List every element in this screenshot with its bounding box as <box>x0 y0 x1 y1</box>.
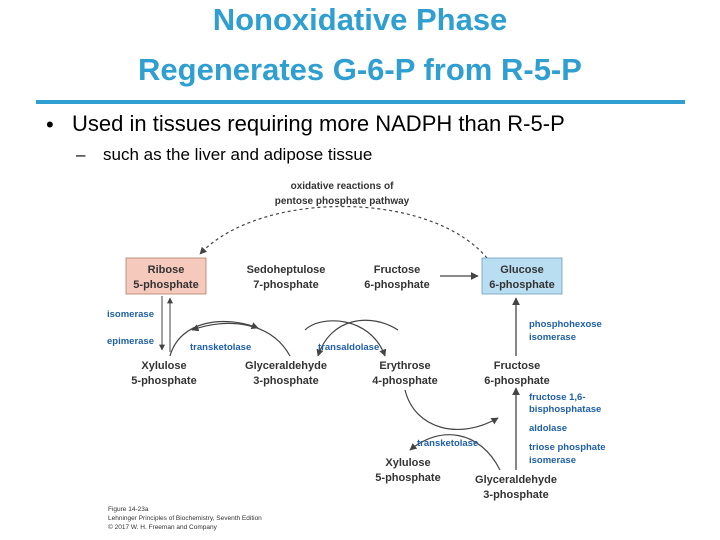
transketolase-curve-a <box>169 320 259 357</box>
glucose-label-2: 6-phosphate <box>489 279 554 291</box>
erythrose-label-2: 4-phosphate <box>372 375 437 387</box>
transaldolase-label: transaldolase <box>318 342 379 353</box>
slide-title-line-2: Regenerates G-6-P from R-5-P <box>138 52 582 87</box>
bullet-dot-icon: • <box>46 112 54 137</box>
ribose-box <box>125 257 207 295</box>
title-divider <box>36 100 685 104</box>
fbpase-label-2: bisphosphatase <box>529 404 601 415</box>
ribose-label-2: 5-phosphate <box>133 279 198 291</box>
transketolase-2-label: transketolase <box>417 438 478 449</box>
ribose-label-1: Ribose <box>148 264 185 276</box>
sub-bullet-point: such as the liver and adipose tissue <box>103 145 373 164</box>
oxidative-label-1: oxidative reactions of <box>291 181 394 192</box>
fructose-top-label-2: 6-phosphate <box>364 279 429 291</box>
sedoheptulose-label-1: Sedoheptulose <box>247 264 326 276</box>
triose-label-1: triose phosphate <box>529 442 606 453</box>
phosphohexose-label-1: phosphohexose <box>529 319 602 330</box>
phosphohexose-label-2: isomerase <box>529 332 576 343</box>
xylulose-2-label-1: Xylulose <box>385 457 430 469</box>
glyceraldehyde-2-label-1: Glyceraldehyde <box>475 474 557 486</box>
oxidative-dashed-arrow <box>199 205 488 259</box>
transketolase-curve-b <box>191 322 291 357</box>
figure-caption-1: Figure 14-23a <box>108 506 149 513</box>
xylulose-2-label-2: 5-phosphate <box>375 472 440 484</box>
figure-caption-2: Lehninger Principles of Biochemistry, Se… <box>108 515 262 522</box>
aldolase-label: aldolase <box>529 423 567 434</box>
erythrose-label-1: Erythrose <box>379 360 430 372</box>
slide-title-line-1: Nonoxidative Phase <box>212 2 508 37</box>
fbpase-label-1: fructose 1,6- <box>529 392 586 403</box>
glyceraldehyde-1-label-2: 3-phosphate <box>253 375 318 387</box>
sub-bullet-dash-icon: – <box>76 145 86 164</box>
transketolase-curve-c <box>404 389 499 431</box>
transketolase-curve-d <box>409 434 501 471</box>
glucose-box <box>481 257 563 295</box>
fructose-mid-label-2: 6-phosphate <box>484 375 549 387</box>
transaldolase-curve-a <box>304 320 387 357</box>
transaldolase-curve-b <box>316 319 399 357</box>
xylulose-1-label-1: Xylulose <box>141 360 186 372</box>
isomerase-label: isomerase <box>107 309 154 320</box>
glucose-label-1: Glucose <box>500 264 543 276</box>
bullet-point: Used in tissues requiring more NADPH tha… <box>72 111 565 136</box>
fructose-mid-label-1: Fructose <box>494 360 540 372</box>
transketolase-1-label: transketolase <box>190 342 251 353</box>
fructose-top-label-1: Fructose <box>374 264 420 276</box>
triose-label-2: isomerase <box>529 455 576 466</box>
epimerase-label: epimerase <box>107 336 154 347</box>
figure-caption-3: © 2017 W. H. Freeman and Company <box>108 524 217 531</box>
glyceraldehyde-1-label-1: Glyceraldehyde <box>245 360 327 372</box>
glyceraldehyde-2-label-2: 3-phosphate <box>483 489 548 501</box>
sedoheptulose-label-2: 7-phosphate <box>253 279 318 291</box>
oxidative-label-2: pentose phosphate pathway <box>275 196 410 207</box>
xylulose-1-label-2: 5-phosphate <box>131 375 196 387</box>
